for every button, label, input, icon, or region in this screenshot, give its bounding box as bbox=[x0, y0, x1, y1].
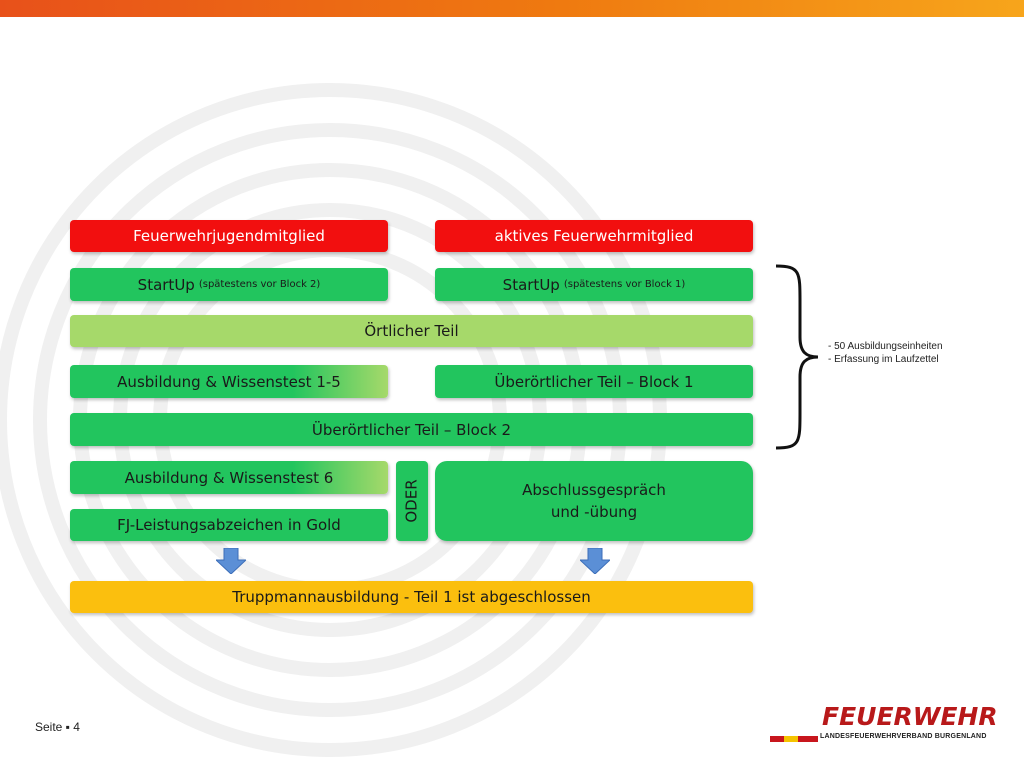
logo-stripe-red bbox=[770, 736, 784, 742]
header-active-member-label: aktives Feuerwehrmitglied bbox=[494, 227, 694, 245]
training-test-1-5-box: Ausbildung & Wissenstest 1-5 bbox=[70, 365, 388, 398]
training-test-6-label: Ausbildung & Wissenstest 6 bbox=[124, 468, 334, 487]
fj-badge-gold-box: FJ-Leistungsabzeichen in Gold bbox=[70, 509, 388, 541]
regional-block-2-label: Überörtlicher Teil – Block 2 bbox=[311, 420, 512, 439]
training-test-6-box: Ausbildung & Wissenstest 6 bbox=[70, 461, 388, 494]
regional-block-2-box: Überörtlicher Teil – Block 2 bbox=[70, 413, 753, 446]
startup-right-title: StartUp bbox=[502, 275, 560, 294]
logo-stripe-red-2 bbox=[798, 736, 818, 742]
note-line-2: - Erfassung im Laufzettel bbox=[828, 354, 939, 365]
header-active-member: aktives Feuerwehrmitglied bbox=[435, 220, 753, 252]
local-part-box: Örtlicher Teil bbox=[70, 315, 753, 347]
regional-block-1-label: Überörtlicher Teil – Block 1 bbox=[494, 372, 694, 391]
curly-brace-icon bbox=[775, 264, 819, 450]
final-talk-box: Abschlussgespräch und -übung bbox=[435, 461, 753, 541]
startup-left-title: StartUp bbox=[137, 275, 195, 294]
arrow-down-icon-right bbox=[580, 548, 610, 574]
logo-stripe-yellow bbox=[784, 736, 798, 742]
local-part-label: Örtlicher Teil bbox=[364, 322, 459, 340]
startup-right-note: (spätestens vor Block 1) bbox=[563, 278, 686, 290]
logo-title: FEUERWEHR bbox=[822, 702, 998, 731]
final-talk-line2: und -übung bbox=[550, 503, 638, 521]
startup-right-box: StartUp (spätestens vor Block 1) bbox=[435, 268, 753, 301]
final-talk-line1: Abschlussgespräch bbox=[522, 481, 666, 499]
startup-left-note: (spätestens vor Block 2) bbox=[198, 278, 321, 290]
logo-subtitle: LANDESFEUERWEHRVERBAND BURGENLAND bbox=[820, 733, 987, 740]
startup-left-box: StartUp (spätestens vor Block 2) bbox=[70, 268, 388, 301]
regional-block-1-box: Überörtlicher Teil – Block 1 bbox=[435, 365, 753, 398]
fj-badge-gold-label: FJ-Leistungsabzeichen in Gold bbox=[117, 516, 341, 534]
top-accent-bar bbox=[0, 0, 1024, 17]
result-label: Truppmannausbildung - Teil 1 ist abgesch… bbox=[232, 588, 591, 606]
header-fj-member: Feuerwehrjugendmitglied bbox=[70, 220, 388, 252]
oder-box: ODER bbox=[396, 461, 428, 541]
note-line-1: - 50 Ausbildungseinheiten bbox=[828, 341, 943, 352]
oder-label: ODER bbox=[403, 479, 422, 523]
page-number: Seite ▪ 4 bbox=[35, 720, 80, 734]
notes-block: - 50 Ausbildungseinheiten - Erfassung im… bbox=[828, 340, 943, 366]
arrow-down-icon-left bbox=[216, 548, 246, 574]
result-box: Truppmannausbildung - Teil 1 ist abgesch… bbox=[70, 581, 753, 613]
header-fj-member-label: Feuerwehrjugendmitglied bbox=[133, 227, 325, 245]
training-test-1-5-label: Ausbildung & Wissenstest 1-5 bbox=[117, 372, 341, 391]
feuerwehr-logo: FEUERWEHR LANDESFEUERWEHRVERBAND BURGENL… bbox=[768, 702, 998, 750]
